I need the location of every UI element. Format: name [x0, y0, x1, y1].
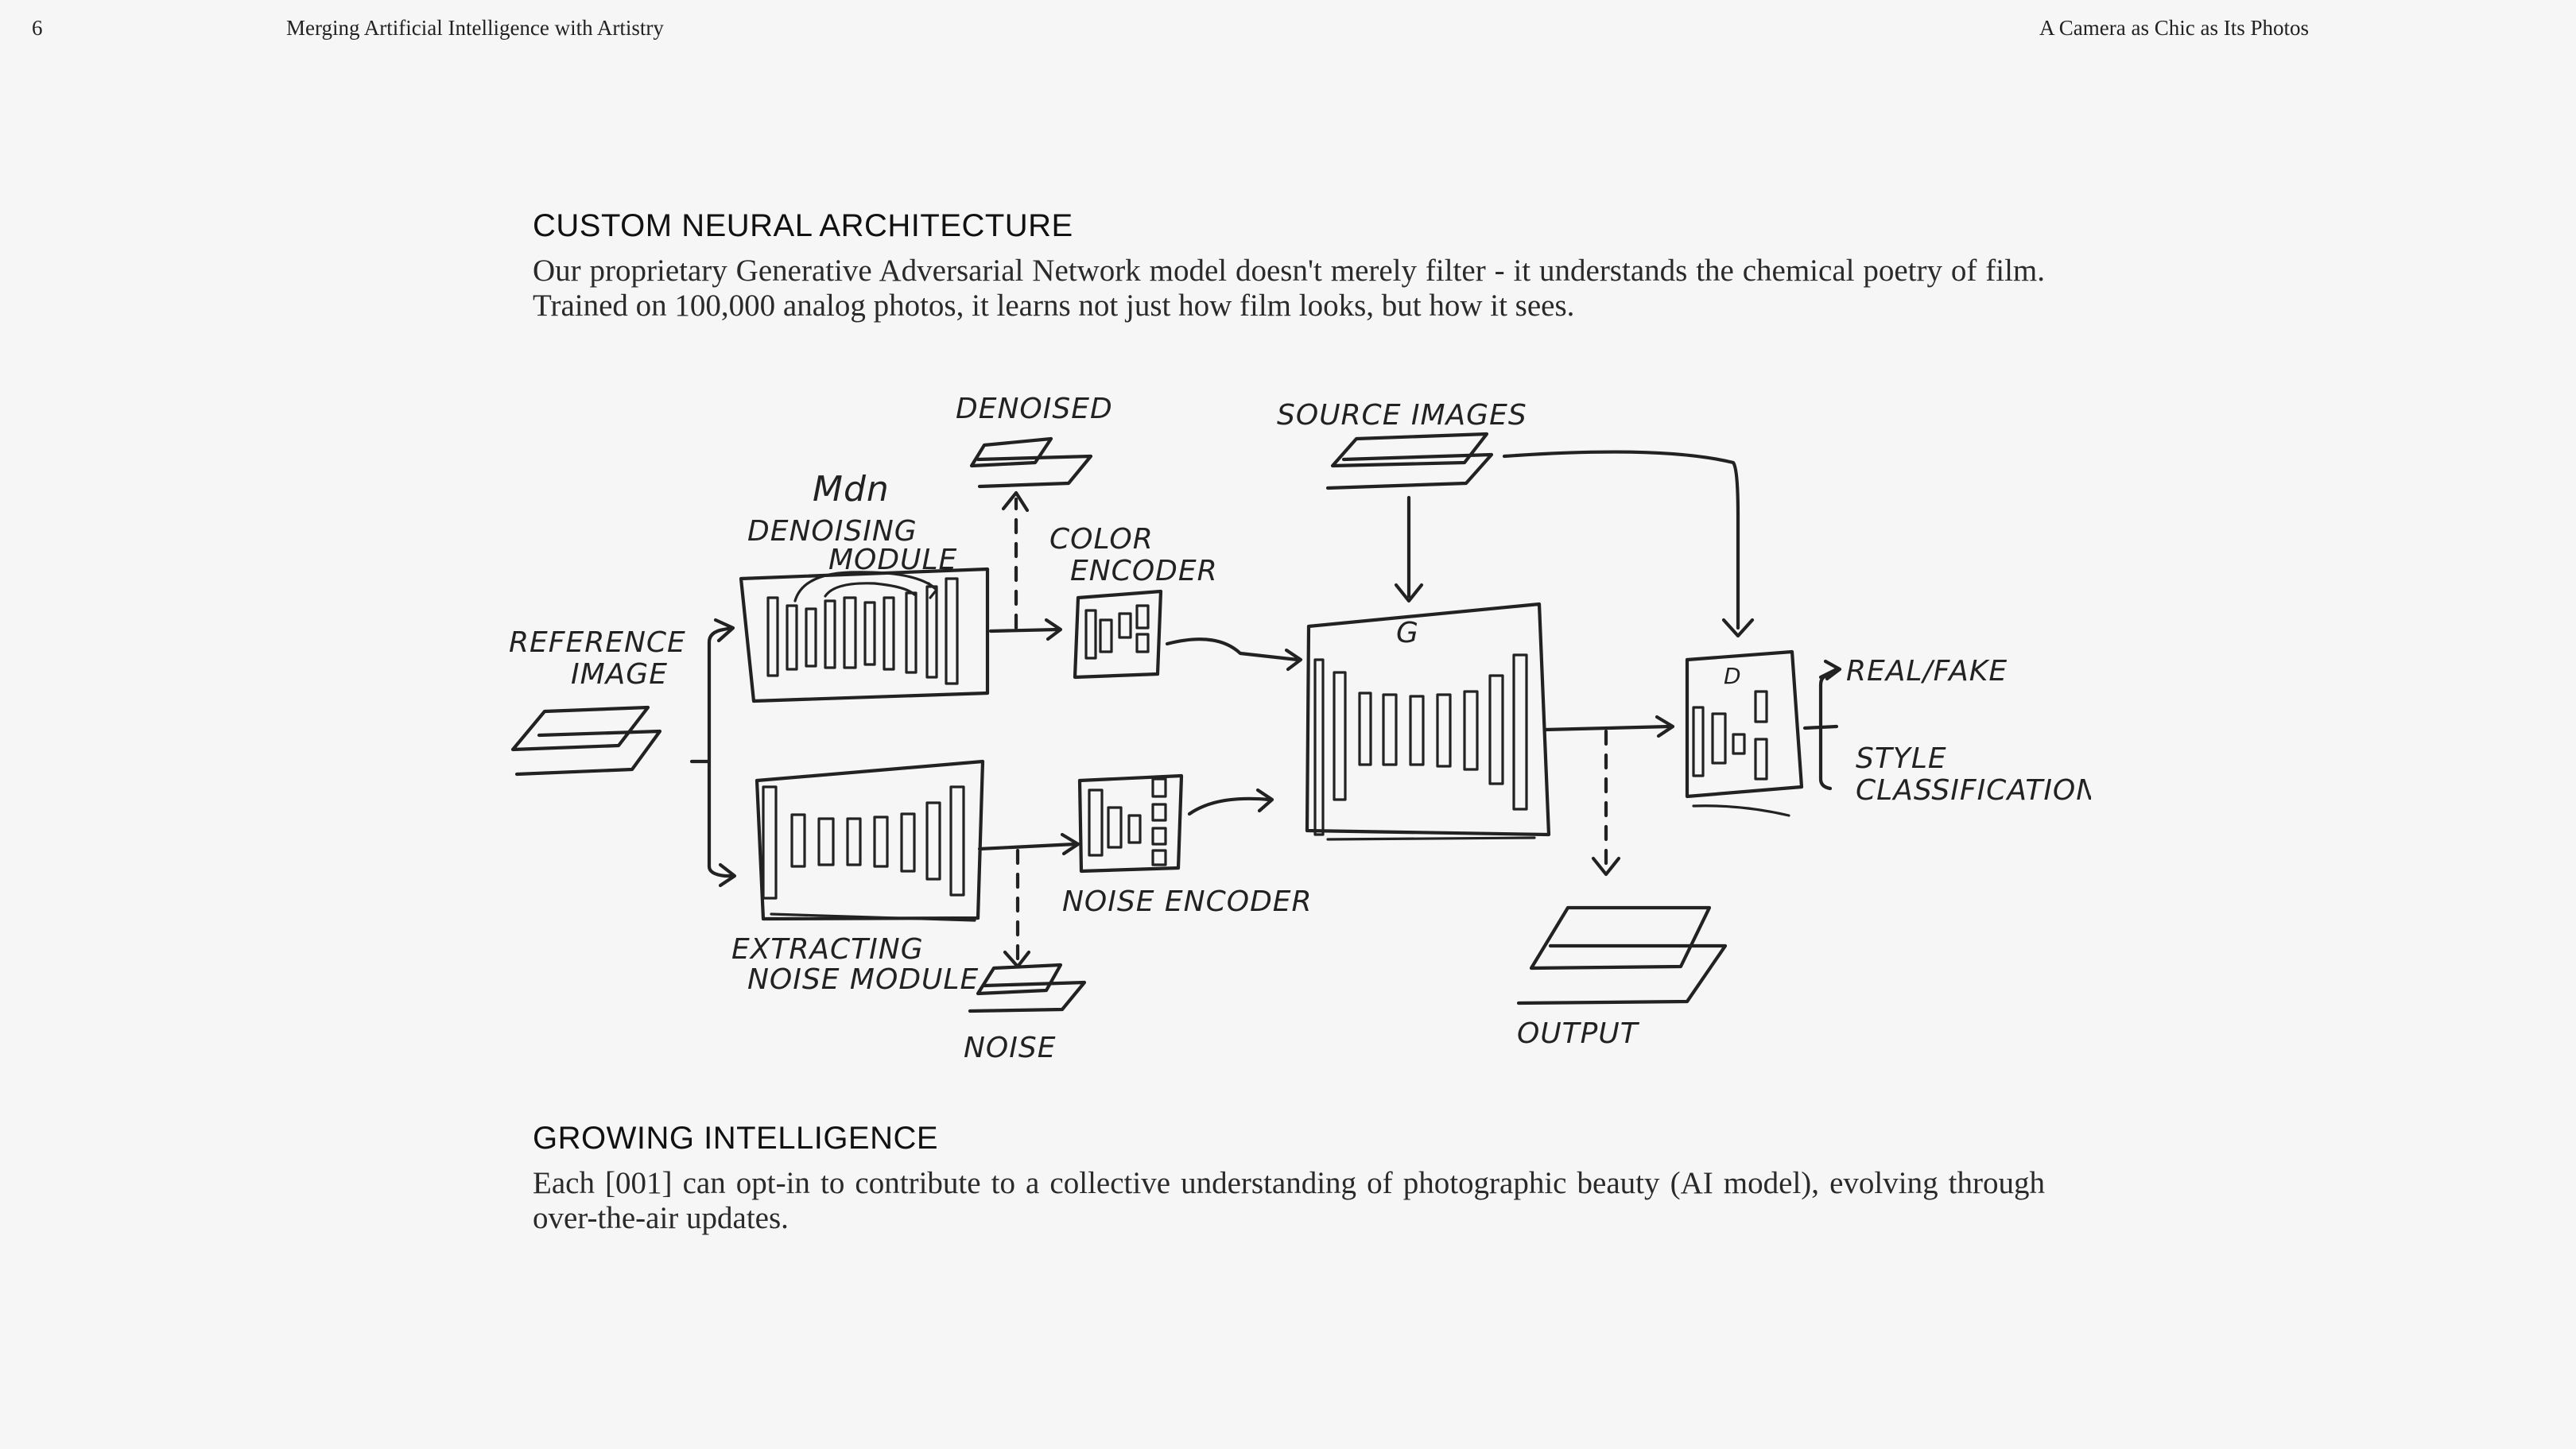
label-denoised: DENOISED [956, 393, 1113, 425]
label-style-classification-1: STYLE [1856, 742, 1947, 775]
section-growing-intelligence: GROWING INTELLIGENCE Each [001] can opt-… [533, 1121, 2045, 1236]
gan-architecture-diagram: REFERENCE IMAGE Mdn DENOISING MODULE EXT… [501, 389, 2091, 1089]
source-images-icon [1325, 432, 1494, 490]
label-noise-encoder: NOISE ENCODER [1062, 885, 1313, 918]
noise-image-icon [968, 963, 1087, 1013]
label-generator: G [1396, 617, 1419, 649]
denoised-image-icon [969, 436, 1093, 489]
section-title: CUSTOM NEURAL ARCHITECTURE [533, 208, 1073, 243]
label-extracting-noise-module-1: EXTRACTING [731, 933, 924, 966]
running-title-right: A Camera as Chic as Its Photos [2039, 16, 2309, 40]
label-denoising-module-2: MODULE [828, 544, 957, 576]
generator-block [1305, 602, 1551, 841]
label-noise: NOISE [964, 1032, 1056, 1064]
label-color-encoder-2: ENCODER [1070, 555, 1218, 587]
label-source-images: SOURCE IMAGES [1277, 399, 1527, 432]
label-real-fake: REAL/FAKE [1846, 655, 2008, 688]
label-denoising-module-1: DENOISING [747, 515, 918, 548]
page-number: 6 [32, 16, 43, 40]
output-image-icon [1516, 905, 1728, 1005]
running-title-left: Merging Artificial Intelligence with Art… [286, 16, 664, 40]
label-reference-image-2: IMAGE [571, 658, 668, 691]
section-title: GROWING INTELLIGENCE [533, 1121, 939, 1156]
section-custom-neural-architecture: CUSTOM NEURAL ARCHITECTURE Our proprieta… [533, 208, 2045, 324]
reference-image-icon [510, 705, 662, 777]
label-extracting-noise-module-2: NOISE MODULE [747, 963, 979, 996]
label-color-encoder-1: COLOR [1049, 523, 1154, 556]
discriminator-block [1685, 649, 1804, 817]
label-style-classification-2: CLASSIFICATION [1856, 774, 2091, 807]
label-mdn: Mdn [813, 469, 890, 509]
color-encoder-block [1073, 589, 1163, 680]
denoising-module-block [739, 567, 990, 703]
label-reference-image-1: REFERENCE [509, 626, 686, 659]
label-discriminator: D [1724, 663, 1742, 689]
noise-encoder-block [1077, 773, 1184, 874]
label-output: OUTPUT [1517, 1017, 1640, 1050]
extracting-noise-module-block [755, 759, 985, 922]
section-body: Our proprietary Generative Adversarial N… [533, 254, 2045, 323]
section-body: Each [001] can opt-in to contribute to a… [533, 1166, 2045, 1235]
